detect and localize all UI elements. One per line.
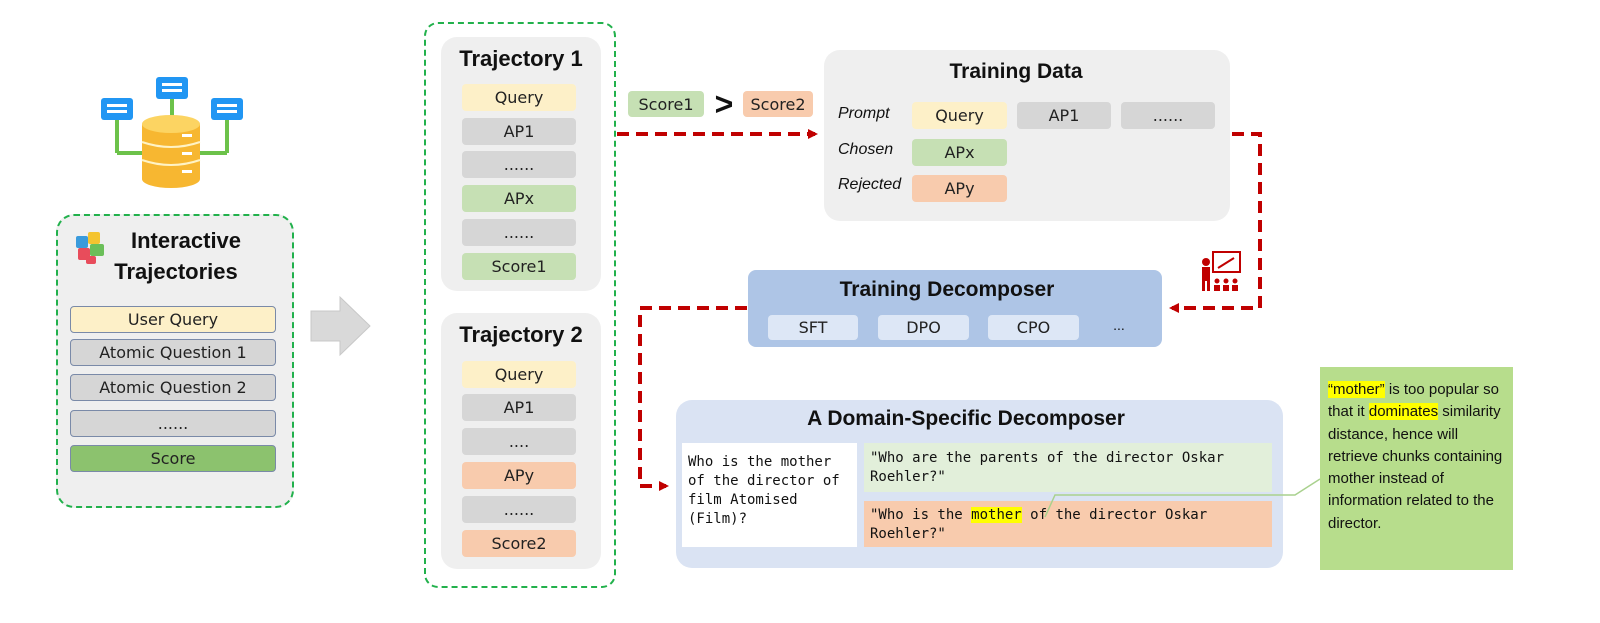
td-query: Query (912, 102, 1007, 129)
atomic-question-1-item: Atomic Question 1 (70, 339, 276, 366)
domain-decomposer-title: A Domain-Specific Decomposer (807, 407, 1125, 430)
chosen-label: Chosen (838, 141, 894, 158)
method-dpo: DPO (878, 315, 969, 340)
atomic-question-2-item: Atomic Question 2 (70, 374, 276, 401)
training-decomposer-title: Training Decomposer (839, 278, 1055, 301)
t2-query: Query (462, 361, 576, 388)
t2-apy: APy (462, 462, 576, 489)
interactive-trajectories-title: Interactive Trajectories (96, 225, 276, 287)
training-data-card (824, 50, 1230, 221)
training-data-title: Training Data (949, 60, 1083, 83)
note-highlight-dominates: dominates (1368, 403, 1439, 421)
t2-score2: Score2 (462, 530, 576, 557)
t1-apx: APx (462, 185, 576, 212)
note-text-1: is too popular so that it (1328, 381, 1499, 421)
compare-score1: Score1 (628, 91, 704, 117)
trajectory-2-title: Trajectory 2 (459, 322, 583, 347)
method-sft: SFT (768, 315, 858, 340)
bad-answer-highlight: mother (971, 507, 1022, 523)
bad-answer-prefix: "Who is the (870, 507, 972, 523)
t1-score1: Score1 (462, 253, 576, 280)
title-line-1: Interactive (130, 228, 242, 253)
bad-answer-suffix: of the director Oskar Roehler?" (870, 507, 1208, 542)
explanation-note: “mother” is too popular so that it domin… (1320, 367, 1513, 570)
t2-ap1: AP1 (462, 394, 576, 421)
t1-query: Query (462, 84, 576, 111)
method-cpo: CPO (988, 315, 1079, 340)
td-apy: APy (912, 175, 1007, 202)
td-ap1: AP1 (1017, 102, 1111, 129)
t1-ellipsis-2: ...... (462, 219, 576, 246)
good-answer: "Who are the parents of the director Osk… (864, 443, 1272, 492)
td-apx: APx (912, 139, 1007, 166)
trajectories-group (424, 22, 616, 588)
trajectory-1-title: Trajectory 1 (459, 46, 583, 71)
title-line-2: Trajectories (114, 259, 238, 284)
compare-score2: Score2 (743, 91, 813, 117)
score-item: Score (70, 445, 276, 472)
t2-ellipsis-1: .... (462, 428, 576, 455)
user-query-item: User Query (70, 306, 276, 333)
ellipsis-item: ...... (70, 410, 276, 437)
method-more: ... (1113, 317, 1125, 333)
rejected-label: Rejected (838, 176, 902, 193)
td-ellipsis: ...... (1121, 102, 1215, 129)
t1-ellipsis-1: ...... (462, 151, 576, 178)
greater-than-sign: > (714, 86, 734, 122)
bad-answer: "Who is the mother of the director Oskar… (864, 501, 1272, 547)
note-highlight-mother: “mother” (1328, 381, 1385, 398)
t1-ap1: AP1 (462, 118, 576, 145)
note-text-2: similarity distance, hence will retrieve… (1328, 403, 1503, 532)
domain-question: Who is the mother of the director of fil… (682, 443, 857, 547)
t2-ellipsis-2: ...... (462, 496, 576, 523)
prompt-label: Prompt (838, 105, 890, 122)
